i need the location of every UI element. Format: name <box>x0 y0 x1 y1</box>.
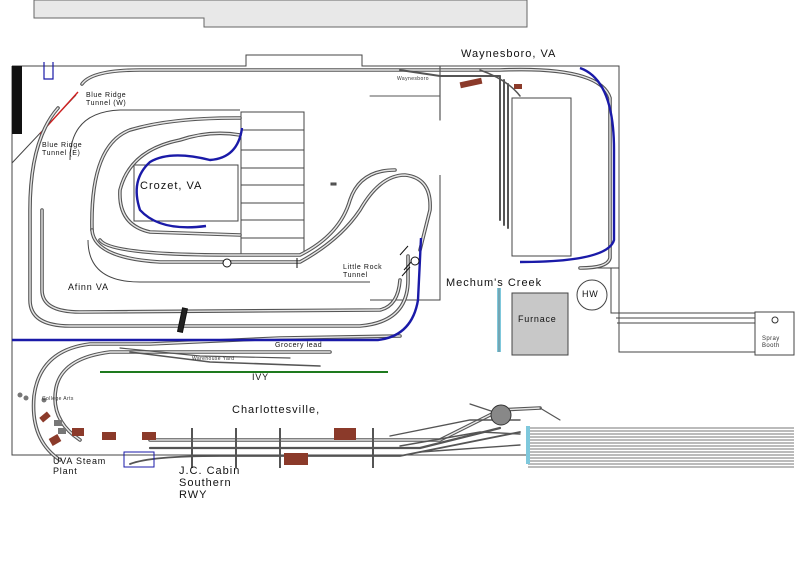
spray-booth-label: Spray Booth <box>762 336 780 349</box>
ivy-label: IVY <box>252 372 269 382</box>
blue-tracks <box>12 66 616 342</box>
top-shelf <box>33 0 528 28</box>
waynesboro-label: Waynesboro, VA <box>461 48 557 60</box>
uva-steam-plant-label: UVA Steam Plant <box>53 456 107 476</box>
spray-booth-icon <box>771 316 779 324</box>
crozet-label: Crozet, VA <box>140 180 203 192</box>
staging-yard <box>528 427 794 468</box>
buildings <box>17 77 569 468</box>
hw-circle <box>576 279 608 311</box>
grocery-lead-label: Grocery lead <box>275 342 323 349</box>
furnace-label: Furnace <box>518 314 557 324</box>
blue-ridge-west-label: Blue Ridge Tunnel (W) <box>86 92 127 107</box>
small-yard-label: Warehouse Yard <box>192 356 235 362</box>
blue-stub <box>43 62 54 80</box>
college-arts-label: College Arts <box>42 396 74 402</box>
yard-posts <box>191 428 374 468</box>
little-rock-label: Little Rock Tunnel <box>343 264 383 279</box>
benchwork-outline <box>11 54 795 456</box>
spray-booth-box <box>754 311 795 356</box>
hw-label: HW <box>582 289 599 299</box>
main-tracks <box>28 65 612 465</box>
mechums-creek-label: Mechum's Creek <box>446 277 543 289</box>
markers <box>176 245 420 333</box>
charlottesville-label: Charlottesville, <box>232 404 321 416</box>
blue-ridge-east-label: Blue Ridge Tunnel (E) <box>42 142 83 157</box>
jc-cabin-label: J.C. Cabin Southern RWY <box>179 465 241 502</box>
waynesboro-small-label: Waynesboro <box>397 76 429 82</box>
afton-label: Afinn VA <box>68 282 109 292</box>
backdrop-block <box>12 66 22 134</box>
